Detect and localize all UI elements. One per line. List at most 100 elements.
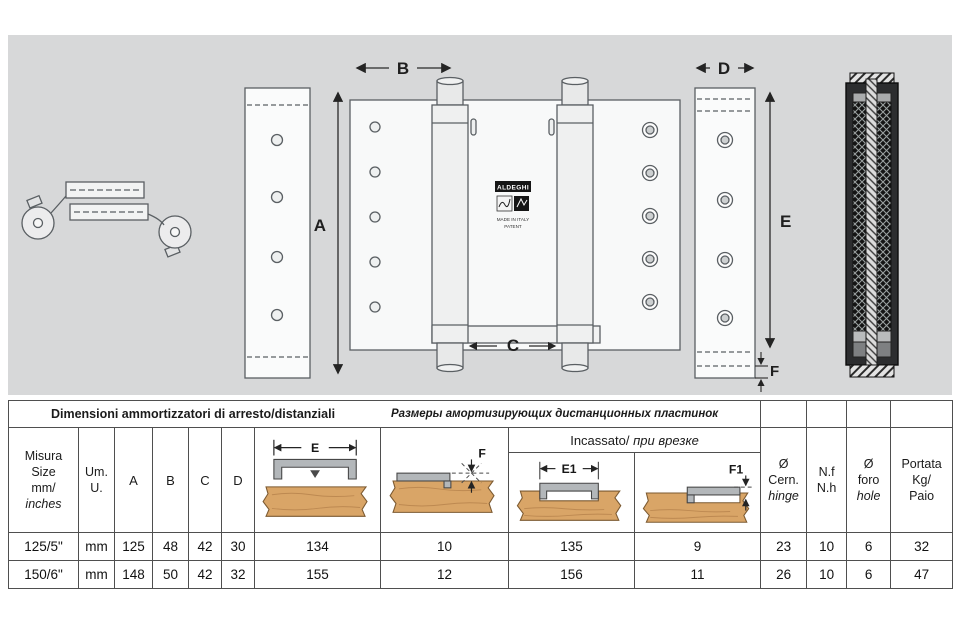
- header-line: N.f: [818, 464, 835, 479]
- header-line: hole: [856, 489, 881, 504]
- dimension-b: B: [355, 59, 452, 78]
- cell-a: 125: [114, 532, 153, 561]
- col-header-misura: Misura Size mm/ inches: [8, 427, 79, 533]
- cell-b: 50: [152, 560, 189, 589]
- drawing-panel: A B: [8, 35, 952, 395]
- table-title-cell: Dimensioni ammortizzatori di arresto/dis…: [7, 400, 762, 428]
- cell-size: 150/6": [8, 560, 79, 589]
- cell-foro: 6: [846, 560, 892, 589]
- hinge-logo: ALDEGHI MADE IN ITALY PATENT: [495, 181, 531, 229]
- dimension-e: E: [764, 91, 791, 349]
- cell-f1: 11: [633, 560, 762, 589]
- diagram-e-label: E: [310, 441, 318, 455]
- header-line: Kg/: [912, 472, 931, 487]
- diagram-f: F: [388, 446, 495, 513]
- cell-portata: 47: [890, 560, 954, 589]
- dim-label-f: F: [770, 363, 779, 380]
- table-row: 125/5" mm 125 48 42 30 134 10 135 9 23 1…: [8, 532, 954, 561]
- header-line: Ø: [778, 456, 789, 471]
- cell-a: 148: [114, 560, 153, 589]
- cell-portata: 32: [890, 532, 954, 561]
- cell-c: 42: [188, 560, 222, 589]
- table-header-row: Misura Size mm/ inches Um. U. A B C D: [8, 427, 954, 533]
- table-title-italian: Dimensioni ammortizzatori di arresto/dis…: [50, 407, 336, 421]
- cell-cern: 26: [760, 560, 808, 589]
- cell-f: 12: [380, 560, 509, 589]
- col-header-a: A: [114, 427, 153, 533]
- table-title-russian: Размеры амортизирующих дистанционных пла…: [390, 408, 719, 420]
- dim-label-e: E: [780, 212, 791, 231]
- cell-c: 42: [188, 532, 222, 561]
- dimension-a: A: [314, 91, 344, 375]
- header-line: mm/: [31, 481, 56, 495]
- logo-made-text: MADE IN ITALY: [497, 217, 530, 222]
- dimension-f: F: [755, 352, 779, 392]
- cell-b: 48: [152, 532, 189, 561]
- logo-patent-text: PATENT: [504, 224, 522, 229]
- section-view-drawing: [845, 72, 899, 378]
- title-row-empty-cell: [806, 400, 848, 428]
- cell-foro: 6: [846, 532, 892, 561]
- table-title-row: Dimensioni ammortizzatori di arresto/dis…: [7, 400, 954, 428]
- col-header-e-diagram: E: [254, 427, 381, 533]
- header-line: Size: [31, 464, 56, 479]
- cell-d: 32: [221, 560, 255, 589]
- technical-drawing: A B: [21, 59, 899, 392]
- col-header-b: B: [152, 427, 189, 533]
- header-line: U.: [90, 481, 103, 495]
- col-header-nf: N.f N.h: [806, 427, 848, 533]
- col-header-um: Um. U.: [78, 427, 115, 533]
- header-line: Um.: [85, 464, 108, 479]
- incassato-label-ru: при врезке: [633, 432, 699, 448]
- spec-table: Dimensioni ammortizzatori di arresto/dis…: [7, 400, 954, 589]
- col-header-e1-diagram: E1: [508, 452, 635, 533]
- header-line: Ø: [863, 456, 874, 471]
- col-header-incassato: Incassato/ при врезке: [507, 427, 762, 453]
- right-spring-barrel: [556, 76, 594, 373]
- left-leaf-drawing: [244, 87, 311, 379]
- diagram-f-label: F: [478, 446, 486, 460]
- table-header-row2: E1 F1: [9, 452, 953, 533]
- header-line: hinge: [768, 489, 799, 504]
- header-line: foro: [857, 472, 880, 487]
- header-line: inches: [25, 497, 62, 512]
- incassato-label-it: Incassato/: [570, 432, 630, 448]
- header-line: Cern.: [768, 472, 799, 487]
- header-line: Misura: [24, 448, 63, 463]
- header-line: Portata: [901, 456, 942, 471]
- cell-f1: 9: [633, 532, 762, 561]
- col-header-f-diagram: F: [380, 427, 509, 533]
- cell-e1: 135: [508, 532, 635, 561]
- diagram-e1: E1: [516, 461, 621, 521]
- diagram-f1-label: F1: [728, 462, 742, 476]
- col-header-d: D: [221, 427, 255, 533]
- cell-um: mm: [78, 532, 115, 561]
- cell-nf: 10: [806, 560, 848, 589]
- dim-label-d: D: [718, 59, 730, 78]
- diagram-f1: F1: [642, 462, 754, 523]
- cell-f: 10: [380, 532, 509, 561]
- header-line: N.h: [816, 481, 837, 495]
- dim-label-c: C: [507, 336, 519, 355]
- diagram-e: E: [261, 439, 368, 517]
- title-row-empty-cell: [760, 400, 808, 428]
- col-header-cern: Ø Cern. hinge: [760, 427, 808, 533]
- diagram-e1-label: E1: [561, 462, 576, 476]
- cell-cern: 23: [760, 532, 808, 561]
- right-leaf-drawing: [694, 87, 756, 379]
- dimension-d: D: [695, 59, 755, 78]
- front-view-drawing: ALDEGHI MADE IN ITALY PATENT: [349, 76, 681, 373]
- col-header-portata: Portata Kg/ Paio: [890, 427, 954, 533]
- title-row-empty-cell: [890, 400, 954, 428]
- dim-label-b: B: [397, 59, 409, 78]
- cell-um: mm: [78, 560, 115, 589]
- cell-nf: 10: [806, 532, 848, 561]
- cell-e: 134: [254, 532, 381, 561]
- dim-label-a: A: [314, 216, 326, 235]
- left-spring-barrel: [431, 76, 469, 373]
- table-row: 150/6" mm 148 50 42 32 155 12 156 11 26 …: [8, 560, 954, 589]
- col-header-foro: Ø foro hole: [846, 427, 892, 533]
- col-header-f1-diagram: F1: [633, 452, 762, 533]
- cell-e: 155: [254, 560, 381, 589]
- top-view-drawing: [21, 181, 192, 258]
